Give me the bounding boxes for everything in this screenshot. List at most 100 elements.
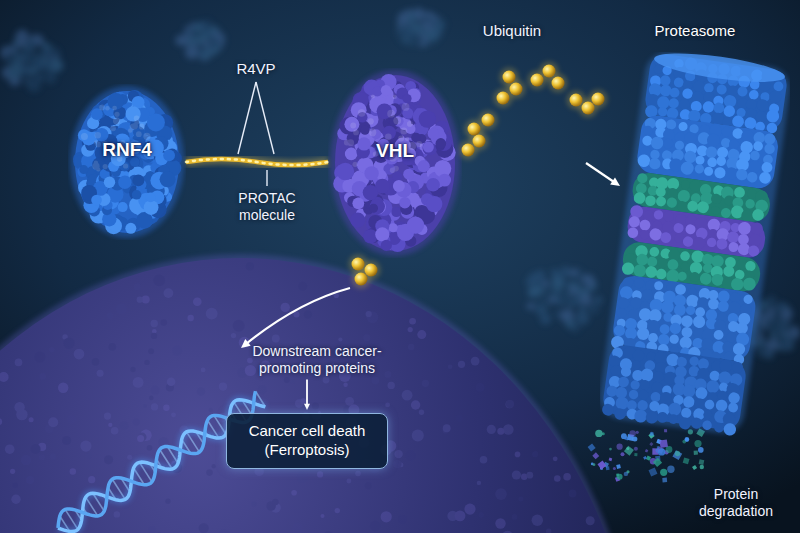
protein-bead (402, 94, 411, 103)
protein-bead (399, 197, 410, 208)
protein-bead (17, 37, 26, 46)
protein-bead (784, 324, 792, 332)
blob-body (75, 91, 179, 233)
ring-bead (713, 102, 725, 114)
proteasome-ring (601, 343, 748, 436)
protein-bead (370, 199, 385, 214)
protein-bead (34, 352, 45, 363)
protein-bead (407, 121, 412, 126)
fragment (672, 450, 682, 460)
ring-bead (750, 222, 764, 236)
ring-bead (640, 368, 654, 382)
protein-bead (188, 315, 194, 321)
fragment (653, 458, 662, 467)
ring-bead (687, 200, 699, 212)
protein-bead (108, 93, 125, 110)
ring-bead (659, 391, 673, 405)
protein-bead (385, 133, 392, 140)
linker-line (186, 159, 328, 165)
protein-bead (0, 418, 2, 425)
protein-bead (116, 304, 127, 315)
ring-bead (744, 117, 757, 130)
fragment (634, 453, 637, 456)
ring-bead (773, 81, 784, 92)
ring-bead (761, 161, 773, 173)
ring-bead (668, 158, 683, 173)
protein-bead (133, 377, 144, 388)
ring-bead (723, 422, 737, 436)
protein-bead (300, 398, 306, 404)
protein-bead (251, 501, 256, 506)
protein-bead (50, 59, 63, 72)
linker-beads (186, 159, 328, 165)
protein-bead (297, 472, 309, 484)
outcome-text: Cancer cell death (Ferroptosis) (237, 422, 377, 460)
protein-bead (419, 110, 436, 127)
ring-bead (643, 125, 654, 136)
protein-bead (382, 126, 396, 140)
protein-bead (423, 142, 434, 153)
ring-bead (730, 277, 744, 291)
protein-bead (422, 380, 429, 387)
proteasome-glow (600, 52, 790, 436)
protein-bead (497, 428, 504, 435)
ring-bead (668, 414, 679, 425)
protein-bead (477, 481, 481, 485)
protein-bead (369, 204, 378, 213)
background-protein (396, 8, 446, 47)
proteasome-cap (653, 52, 787, 88)
ring-bead (678, 121, 688, 131)
ring-bead (680, 315, 693, 328)
ring-bead (746, 171, 758, 183)
ring-bead (689, 356, 700, 367)
ring-bead (631, 360, 641, 370)
ring-bead (702, 101, 715, 114)
ring-bead (682, 236, 694, 248)
ring-bead (680, 251, 691, 262)
fragment (624, 472, 628, 476)
cell-texture (0, 262, 595, 533)
fragment (650, 432, 654, 436)
protein-bead (48, 417, 58, 427)
ring-bead (613, 324, 626, 337)
protein-bead (132, 190, 142, 200)
fragment (675, 451, 680, 456)
ubiquitin-bead (497, 92, 510, 105)
protein-bead (553, 456, 558, 461)
ubiquitin-label: Ubiquitin (472, 22, 552, 40)
ring-bead (714, 166, 727, 179)
protein-bead (371, 95, 375, 99)
protein-bead (143, 133, 150, 140)
fragment (634, 447, 638, 451)
fragment (658, 448, 665, 455)
leader-line (256, 82, 274, 154)
ring-bead (639, 379, 650, 390)
ring-bead (745, 260, 757, 272)
ring-bead (685, 305, 695, 315)
fragment (664, 429, 667, 432)
protein-bead (16, 409, 27, 420)
ring-bead (628, 389, 639, 400)
protein-bead (144, 360, 149, 365)
protein-bead (37, 63, 45, 71)
ring-bead (682, 384, 696, 398)
protein-bead (127, 455, 132, 460)
ring-bead (655, 196, 666, 207)
protein-bead (199, 523, 209, 533)
ring-bead (620, 366, 632, 378)
ring-bead (717, 390, 728, 401)
fragment (629, 430, 635, 436)
ring-bead (766, 109, 780, 123)
fragment (648, 468, 657, 477)
protein-bead (766, 296, 777, 307)
ring-bead (632, 349, 645, 362)
protein-bead (32, 52, 40, 60)
protein-bead (471, 357, 480, 366)
ring-bead (720, 207, 731, 218)
protein-bead (526, 278, 534, 286)
protein-bead (426, 196, 442, 212)
ring-bead (654, 281, 664, 291)
fragment (588, 444, 596, 452)
protein-bead (347, 479, 352, 484)
ring-bead (633, 277, 645, 289)
